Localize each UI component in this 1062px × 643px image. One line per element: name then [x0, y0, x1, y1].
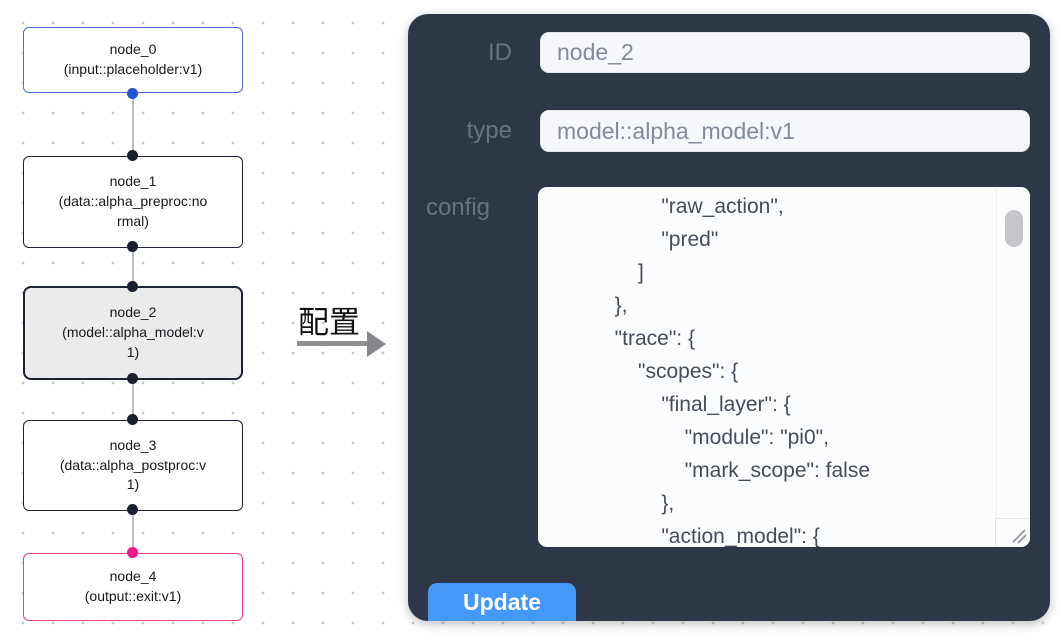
flow-node-node_3[interactable]: node_3 (data::alpha_postproc:v1): [23, 420, 243, 511]
scrollbar-thumb[interactable]: [1005, 210, 1023, 247]
flow-node-node_0[interactable]: node_0 (input::placeholder:v1): [23, 27, 243, 93]
port-node_3-in[interactable]: [127, 414, 138, 425]
port-node_1-in[interactable]: [127, 150, 138, 161]
id-input[interactable]: [540, 32, 1030, 73]
node-title: node_1: [109, 173, 157, 190]
node-title: node_4: [109, 568, 157, 585]
config-json-text[interactable]: "raw_action", "pred" ] }, "trace": { "sc…: [614, 195, 871, 547]
scrollbar-track: [996, 188, 997, 518]
node-subtitle: (data::alpha_postproc:v1): [59, 456, 207, 493]
arrow-right-icon: [297, 331, 387, 357]
edge-node_2-node_3: [132, 379, 134, 420]
port-node_3-out[interactable]: [127, 504, 138, 515]
port-node_2-out[interactable]: [127, 373, 138, 384]
arrow-head: [367, 331, 386, 357]
edge-node_1-node_2: [132, 247, 134, 287]
arrow-shaft: [297, 341, 369, 346]
config-field-label: config: [425, 194, 490, 221]
flow-node-node_2-selected[interactable]: node_2 (model::alpha_model:v1): [23, 286, 243, 380]
port-node_2-in[interactable]: [127, 281, 138, 292]
node-subtitle: (output::exit:v1): [84, 588, 182, 604]
node-title: node_3: [109, 436, 157, 453]
config-textarea[interactable]: "raw_action", "pred" ] }, "trace": { "sc…: [538, 187, 1030, 547]
edge-node_0-node_1: [132, 93, 134, 156]
config-panel: ID type config "raw_action", "pred" ] },…: [408, 14, 1050, 621]
resize-handle-icon: [1012, 529, 1027, 544]
update-button[interactable]: Update: [428, 583, 576, 621]
edge-node_3-node_4: [132, 510, 134, 553]
id-field-label: ID: [488, 38, 512, 66]
port-node_4-in[interactable]: [127, 547, 138, 558]
flow-node-node_1[interactable]: node_1 (data::alpha_preproc:normal): [23, 156, 243, 248]
type-field-label: type: [466, 117, 512, 144]
flow-node-node_4[interactable]: node_4 (output::exit:v1): [23, 553, 243, 621]
node-title: node_2: [109, 304, 157, 321]
node-title: node_0: [109, 41, 157, 58]
annotation-text: 配置: [298, 305, 360, 340]
port-node_0-out[interactable]: [127, 88, 138, 99]
node-subtitle: (data::alpha_preproc:normal): [58, 193, 208, 229]
resize-corner[interactable]: [995, 518, 1030, 547]
port-node_1-out[interactable]: [127, 241, 138, 252]
node-subtitle: (model::alpha_model:v1): [62, 324, 204, 360]
node-subtitle: (input::placeholder:v1): [63, 61, 203, 77]
type-input[interactable]: [540, 110, 1030, 152]
